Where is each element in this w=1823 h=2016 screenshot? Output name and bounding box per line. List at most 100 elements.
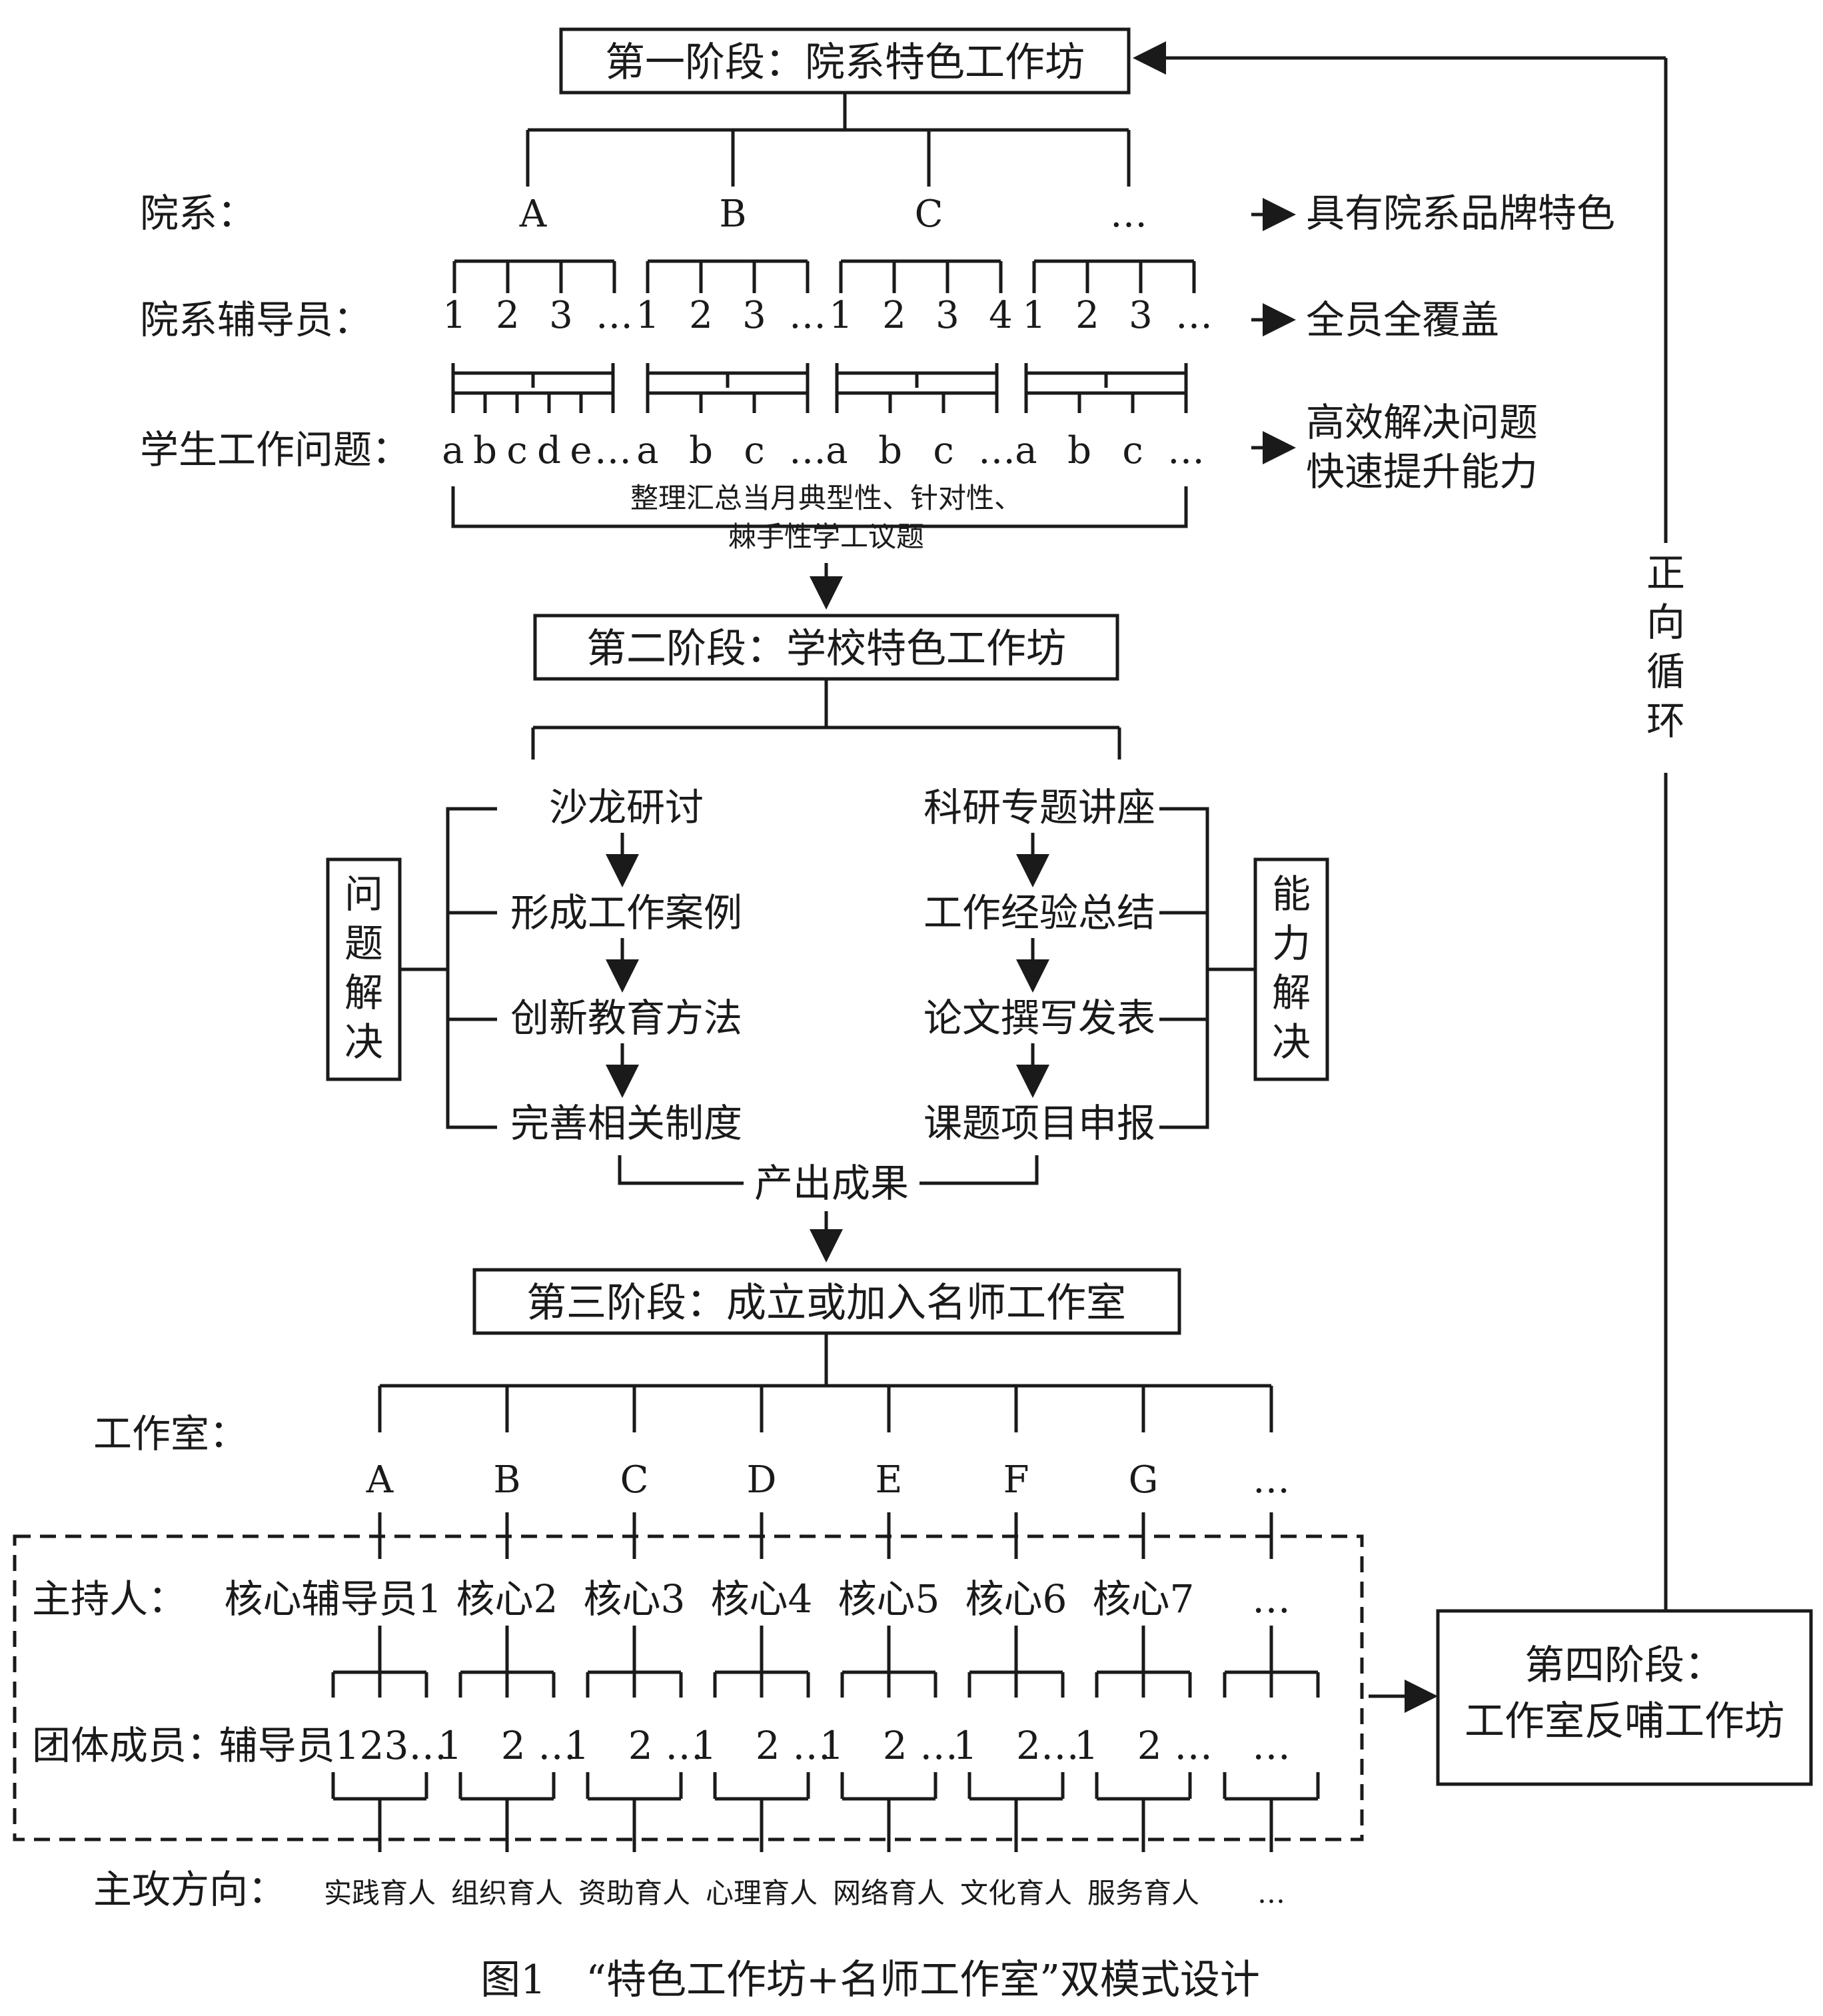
ability-char: 能 [1272, 871, 1311, 917]
studio-item: D [747, 1458, 777, 1502]
loop-label-char: 环 [1646, 698, 1685, 744]
studio-item: … [1253, 1458, 1290, 1502]
member-label: 团体成员： [32, 1723, 225, 1768]
issue-bracket-A [451, 363, 615, 413]
member-item: 1 2… [953, 1723, 1079, 1768]
studio-item: C [620, 1458, 649, 1502]
counselor-item: 3 [742, 294, 766, 337]
counselor-bracket-C [839, 259, 1003, 293]
stage4-title-line2: 工作室反哺工作坊 [1465, 1698, 1784, 1745]
member-item: 1 2 … [1074, 1723, 1213, 1768]
member-item: 辅导员123… [219, 1723, 448, 1768]
right-step: 课题项目申报 [923, 1101, 1155, 1146]
host-item: 核心7 [1093, 1576, 1195, 1622]
counselor-item: 1 [636, 294, 660, 337]
counselor-item: 3 [935, 294, 959, 337]
member-item: 1 2 … [692, 1723, 831, 1768]
issue-item: c [1122, 429, 1143, 472]
issue-item: b [473, 429, 497, 472]
member-item: 1 2 … [565, 1723, 704, 1768]
member-item: 1 2 … [820, 1723, 958, 1768]
counselor-result: 全员全覆盖 [1306, 297, 1499, 342]
direction-item: 网络育人 [833, 1877, 945, 1909]
counselor-item: 3 [549, 294, 573, 337]
issue-item: c [744, 429, 764, 472]
problem-solving-char: 解 [344, 970, 383, 1015]
department-c: C [915, 193, 943, 236]
studio-item: G [1129, 1458, 1159, 1502]
stage3-title: 第三阶段：成立或加入名师工作室 [526, 1280, 1126, 1326]
counselor-item: 1 [442, 294, 466, 337]
host-item: 核心6 [965, 1576, 1067, 1622]
left-step: 形成工作案例 [510, 890, 742, 935]
left-step: 完善相关制度 [510, 1101, 742, 1146]
right-brace [1159, 807, 1209, 1129]
host-item: 核心4 [711, 1576, 813, 1622]
issue-bracket-D [1024, 363, 1188, 413]
counselor-item: … [596, 294, 633, 337]
stage1-title: 第一阶段：院系特色工作坊 [605, 39, 1085, 86]
issue-result-line2: 快速提升能力 [1306, 449, 1538, 494]
right-step: 科研专题讲座 [923, 785, 1155, 830]
left-step: 沙龙研讨 [549, 785, 704, 830]
counselor-bracket-A [452, 259, 616, 293]
host-item: 核心3 [584, 1576, 686, 1622]
issue-item: … [594, 429, 632, 472]
host-item: 核心5 [838, 1576, 940, 1622]
issue-item: c [506, 429, 527, 472]
studio-item: F [1003, 1458, 1029, 1502]
loop-label-char: 循 [1646, 649, 1685, 694]
department-more: … [1110, 193, 1147, 236]
right-step: 论文撰写发表 [923, 995, 1155, 1041]
summary-line2: 棘手性学工议题 [728, 520, 924, 553]
host-label: 主持人： [32, 1576, 187, 1622]
counselor-item: 4 [989, 294, 1013, 337]
issue-bracket-B [646, 363, 810, 413]
loop-label-char: 正 [1646, 550, 1685, 596]
direction-item: 文化育人 [960, 1877, 1072, 1909]
host-item: 核心2 [456, 1576, 558, 1622]
counselor-bracket-D [1032, 259, 1196, 293]
ability-char: 解 [1272, 970, 1311, 1015]
issue-item: … [1167, 429, 1205, 472]
loop-label-char: 向 [1646, 600, 1685, 645]
direction-item: … [1257, 1877, 1285, 1909]
studio-item: A [366, 1458, 394, 1502]
direction-item: 心理育人 [706, 1877, 818, 1909]
departments-label: 院系： [140, 191, 256, 236]
counselors-label: 院系辅导员： [140, 297, 372, 342]
issue-item: b [878, 429, 902, 472]
issue-item: a [826, 429, 848, 472]
counselor-item: 1 [829, 294, 853, 337]
issue-item: … [789, 429, 826, 472]
direction-item: 资助育人 [578, 1877, 690, 1909]
direction-item: 服务育人 [1087, 1877, 1199, 1909]
issue-item: d [537, 429, 561, 472]
issue-item: b [1067, 429, 1091, 472]
issue-item: e [570, 429, 592, 472]
member-item: 1 2 … [438, 1723, 576, 1768]
issue-item: c [933, 429, 953, 472]
counselor-item: … [1175, 294, 1213, 337]
issue-item: b [689, 429, 713, 472]
ability-box [1253, 857, 1329, 1081]
issue-item: a [442, 429, 464, 472]
figure-caption: 图1 “特色工作坊+名师工作室”双模式设计 [480, 1957, 1260, 2003]
issues-label: 学生工作问题： [140, 427, 410, 472]
counselor-item: 3 [1129, 294, 1153, 337]
host-item: … [1252, 1576, 1291, 1622]
counselor-item: … [789, 294, 826, 337]
issue-bracket-C [835, 363, 999, 413]
direction-brackets [331, 1772, 1320, 1852]
issue-item: … [978, 429, 1015, 472]
counselor-item: 2 [496, 294, 520, 337]
stage4-title-line1: 第四阶段： [1524, 1642, 1724, 1689]
stage4-box [1436, 1609, 1813, 1786]
member-brackets [331, 1626, 1320, 1698]
counselor-item: 1 [1022, 294, 1046, 337]
right-step: 工作经验总结 [923, 890, 1155, 935]
issue-result-line1: 高效解决问题 [1306, 400, 1538, 445]
studio-item: B [493, 1458, 520, 1502]
ability-char: 决 [1272, 1019, 1311, 1065]
